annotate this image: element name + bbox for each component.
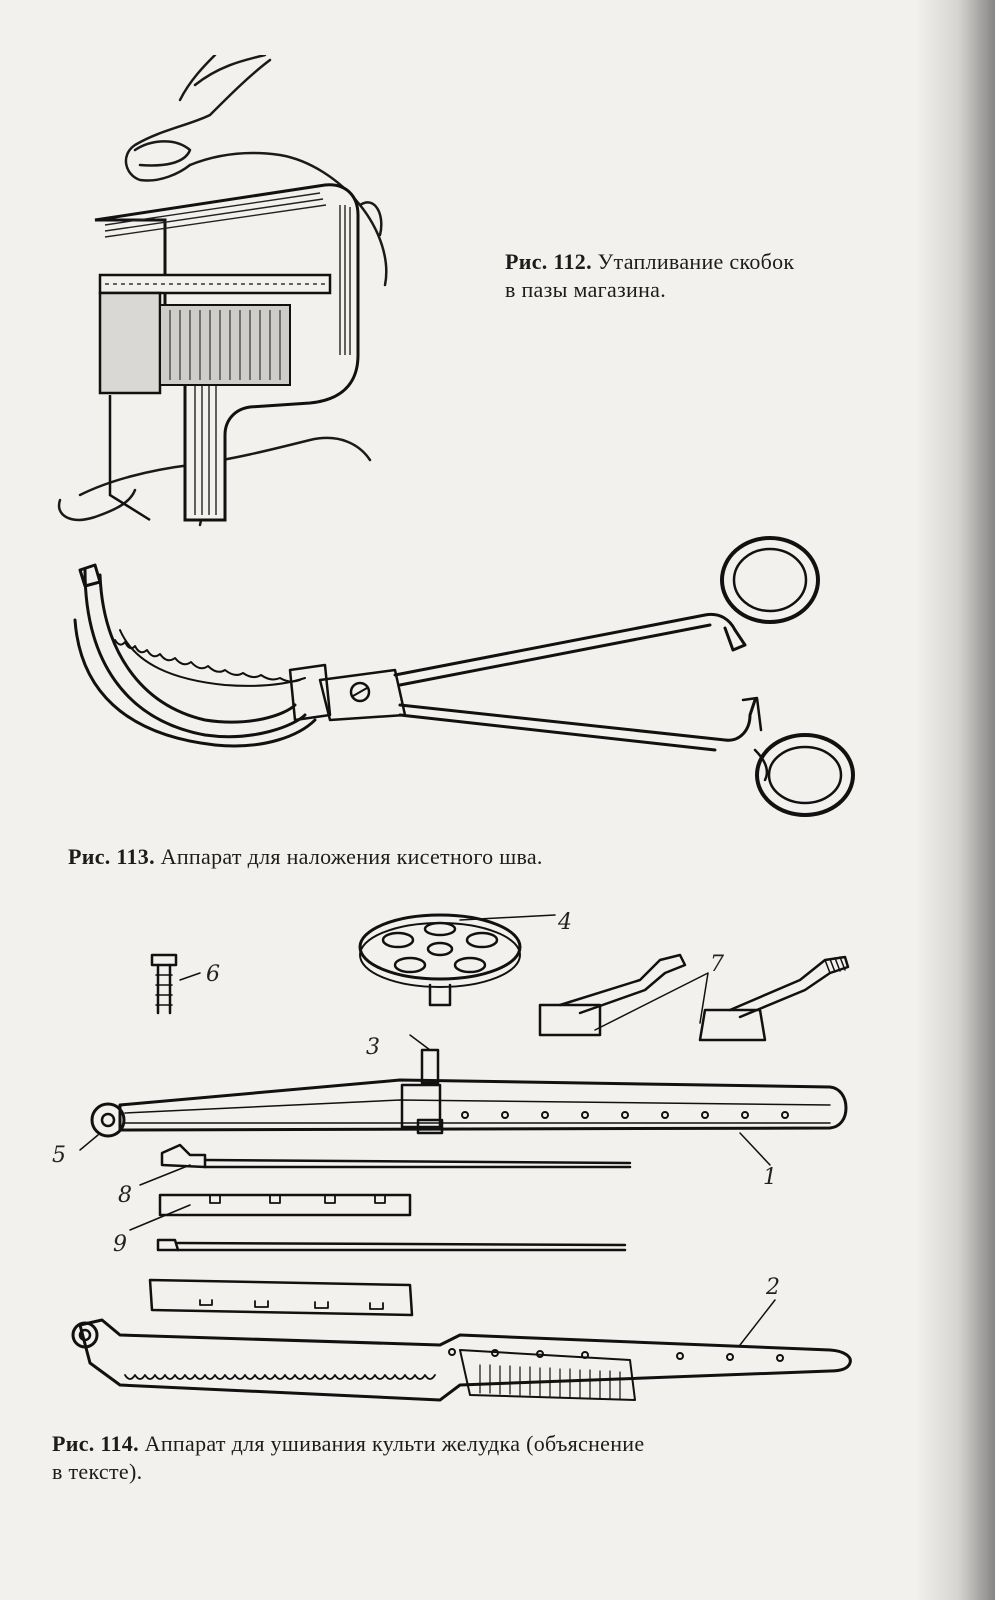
- label-1: 1: [763, 1165, 777, 1190]
- figure-114-illustration: [40, 905, 870, 1425]
- page-edge-shadow: [915, 0, 995, 1600]
- label-3: 3: [366, 1035, 380, 1060]
- label-9: 9: [113, 1232, 127, 1257]
- figure-112-text-line2: в пазы магазина.: [505, 277, 667, 302]
- figure-112-number: Рис. 112.: [505, 249, 592, 274]
- label-2: 2: [766, 1275, 780, 1300]
- figure-112-caption: Рис. 112. Утапливание скобок в пазы мага…: [505, 248, 905, 304]
- label-8: 8: [118, 1183, 132, 1208]
- label-4: 4: [558, 910, 572, 935]
- figure-112-text-line1: Утапливание скобок: [591, 249, 795, 274]
- figure-112-illustration: [40, 55, 420, 535]
- figure-113-caption: Рис. 113. Аппарат для наложения кисетног…: [68, 843, 868, 871]
- figure-114-text-line2: в тексте).: [52, 1459, 143, 1484]
- label-7: 7: [710, 952, 724, 977]
- label-5: 5: [52, 1143, 66, 1168]
- figure-113-text: Аппарат для наложения кисетного шва.: [154, 844, 543, 869]
- figure-114-number: Рис. 114.: [52, 1431, 139, 1456]
- label-6: 6: [206, 962, 220, 987]
- figure-113-illustration: [65, 520, 875, 830]
- figure-113-number: Рис. 113.: [68, 844, 155, 869]
- figure-114-text-line1: Аппарат для ушивания культи желудка (объ…: [138, 1431, 645, 1456]
- figure-114-caption: Рис. 114. Аппарат для ушивания культи же…: [52, 1430, 882, 1486]
